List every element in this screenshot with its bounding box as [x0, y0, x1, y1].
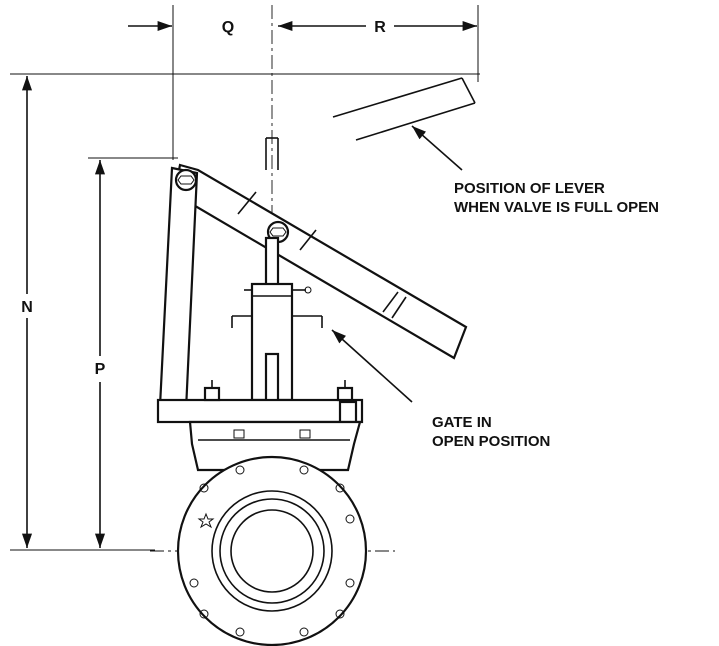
dimension-n: N — [21, 76, 33, 548]
stem-and-yoke — [244, 236, 312, 416]
callout-lever-open: POSITION OF LEVER WHEN VALVE IS FULL OPE… — [454, 180, 659, 216]
stem-open-position — [265, 137, 279, 170]
dimension-p: P — [95, 160, 106, 548]
dimension-q-label: Q — [222, 19, 234, 36]
dimension-r-label: R — [374, 19, 386, 36]
dimension-n-label: N — [21, 299, 33, 316]
flange — [176, 455, 368, 646]
dimension-p-label: P — [95, 361, 106, 378]
link-bar — [158, 166, 199, 412]
callout-gate-line1: GATE IN — [432, 414, 492, 431]
extension-lines — [10, 5, 480, 551]
top-pivot-bolt — [174, 168, 198, 192]
flange-bolt-holes — [189, 465, 355, 637]
dimension-r: R — [278, 19, 477, 36]
lever-open-position — [332, 77, 476, 141]
dimension-q: Q — [128, 19, 234, 36]
callout-lever-line1: POSITION OF LEVER — [454, 180, 605, 197]
lever — [173, 163, 468, 360]
valve-body — [188, 420, 362, 472]
callout-gate-line2: OPEN POSITION — [432, 433, 550, 450]
callout-leaders — [331, 125, 463, 403]
callout-gate-open: GATE IN OPEN POSITION — [432, 414, 550, 450]
gate-open-position — [231, 315, 323, 328]
callout-lever-line2: WHEN VALVE IS FULL OPEN — [454, 199, 659, 216]
